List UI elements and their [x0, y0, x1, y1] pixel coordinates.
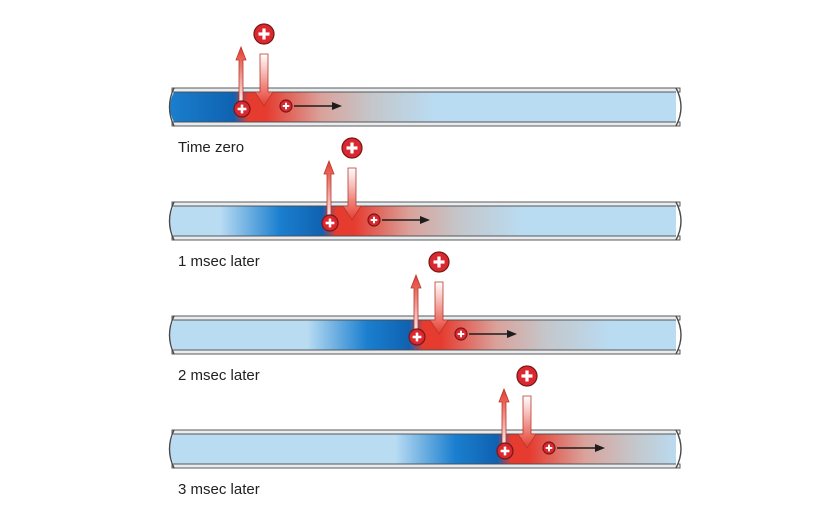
axon-left-end: [168, 315, 175, 355]
axon-right-end: [675, 87, 682, 127]
inward-ion-arrow-icon: [254, 53, 274, 107]
positive-ion-icon: [542, 441, 556, 455]
current-direction-arrow-right-icon: [294, 102, 342, 110]
axon-left-end: [168, 201, 175, 241]
caption-time-zero: Time zero: [178, 139, 245, 156]
caption-2-msec: 2 msec later: [178, 367, 260, 384]
incoming-positive-ion-icon: [253, 23, 275, 45]
axon-membrane: [171, 315, 681, 355]
positive-ion-icon: [321, 214, 339, 232]
axon-left-end: [168, 429, 175, 469]
positive-ion-icon: [454, 327, 468, 341]
axon-stage-1: [168, 137, 682, 241]
positive-ion-icon: [279, 99, 293, 113]
incoming-positive-ion-icon: [341, 137, 363, 159]
current-direction-arrow-right-icon: [382, 216, 430, 224]
axon-membrane: [171, 201, 681, 241]
inward-ion-arrow-icon: [517, 395, 537, 449]
current-direction-arrow-right-icon: [469, 330, 517, 338]
current-direction-arrow-right-icon: [557, 444, 605, 452]
axon-membrane: [171, 429, 681, 469]
axon-interior: [170, 92, 681, 122]
axon-interior: [170, 434, 681, 464]
axon-left-end: [168, 87, 175, 127]
axon-right-end: [675, 429, 682, 469]
axon-stage-0: [168, 23, 682, 127]
positive-ion-icon: [408, 328, 426, 346]
axon-right-end: [675, 315, 682, 355]
axon-right-end: [675, 201, 682, 241]
inward-ion-arrow-icon: [429, 281, 449, 335]
caption-3-msec: 3 msec later: [178, 481, 260, 498]
positive-ion-icon: [496, 442, 514, 460]
axon-stage-2: [168, 251, 682, 355]
incoming-positive-ion-icon: [516, 365, 538, 387]
axon-stage-3: [168, 365, 682, 469]
inward-ion-arrow-icon: [342, 167, 362, 221]
positive-ion-icon: [367, 213, 381, 227]
axon-membrane: [171, 87, 681, 127]
incoming-positive-ion-icon: [428, 251, 450, 273]
positive-ion-icon: [233, 100, 251, 118]
caption-1-msec: 1 msec later: [178, 253, 260, 270]
